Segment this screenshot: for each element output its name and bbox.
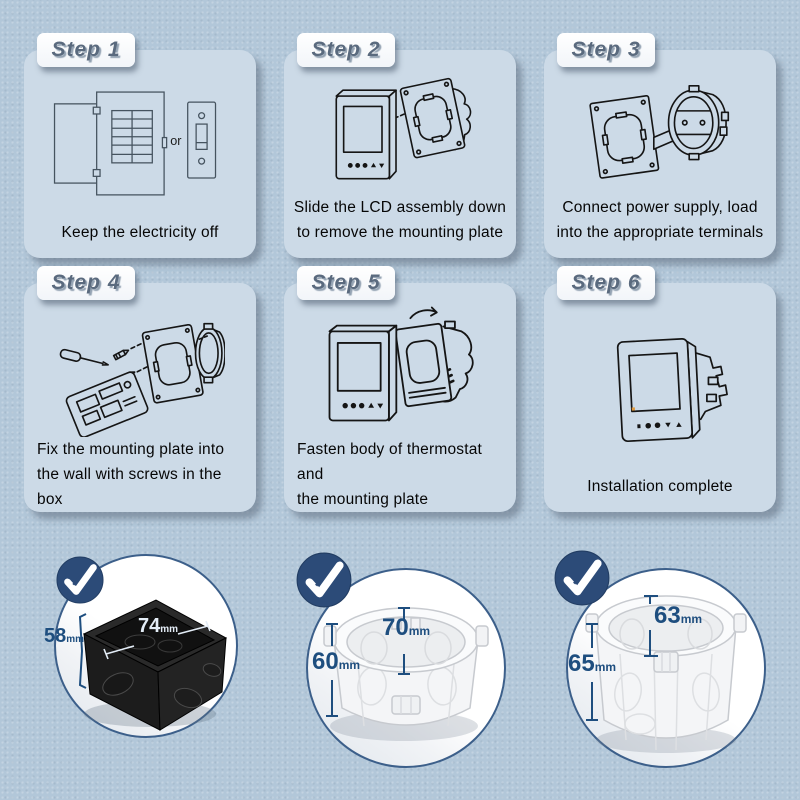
- plate-and-wall-box-drawing: [588, 85, 729, 180]
- dimension-width-label: 70mm: [382, 614, 431, 641]
- caption-line: Slide the LCD assembly down: [293, 198, 507, 216]
- product-black-square-wall-box: 58mm 74mm: [44, 554, 238, 738]
- step-4-caption: Fix the mounting plate into the wall wit…: [24, 437, 256, 525]
- step-1-badge: Step 1: [37, 33, 135, 67]
- step-1-illustration: or: [24, 50, 256, 220]
- step-2-caption: Slide the LCD assembly down to remove th…: [284, 195, 516, 258]
- step-card-1: Step 1: [24, 33, 256, 258]
- caption-line: to remove the mounting plate: [296, 223, 504, 241]
- product-white-round-wall-box-tall: 63mm 65mm: [554, 550, 766, 768]
- step-5-caption: Fasten body of thermostat and the mounti…: [284, 437, 516, 525]
- caption-line: Keep the electricity off: [61, 223, 219, 241]
- step-3-badge: Step 3: [557, 33, 655, 67]
- step-5-badge: Step 5: [297, 266, 395, 300]
- breaker-panel-and-switch-drawing: or: [53, 91, 216, 196]
- step-4-badge-label: Step 4: [51, 271, 121, 294]
- caption-line: the wall with screws in the box: [37, 466, 222, 509]
- dimension-height-label: 58mm: [44, 625, 85, 647]
- caption-line: Fasten body of thermostat and: [297, 441, 483, 484]
- step-1-caption: Keep the electricity off: [24, 220, 256, 258]
- step-6-illustration: [544, 283, 776, 474]
- step-2-badge: Step 2: [297, 33, 395, 67]
- step-5-badge-label: Step 5: [311, 271, 381, 294]
- step-3-caption: Connect power supply, load into the appr…: [544, 195, 776, 258]
- or-label: or: [170, 134, 181, 148]
- white-round-box-short-image: [323, 607, 489, 741]
- step-6-badge-label: Step 6: [571, 271, 641, 294]
- screws-plate-box-drawing: [59, 322, 226, 437]
- thermostat-body-fastening-drawing: [328, 306, 475, 422]
- checkmark-icon: [296, 552, 352, 608]
- step-card-3: Step 3: [544, 33, 776, 258]
- caption-line: Connect power supply, load: [562, 198, 758, 216]
- step-2-badge-label: Step 2: [311, 38, 381, 61]
- caption-line: into the appropriate terminals: [556, 223, 764, 241]
- dimension-height-label: 65mm: [568, 650, 617, 677]
- dimension-height-label: 60mm: [312, 648, 361, 675]
- caption-line: Fix the mounting plate into: [37, 441, 225, 458]
- white-round-box-tall-image: [585, 595, 747, 753]
- step-6-caption: Installation complete: [544, 474, 776, 512]
- caption-line: the mounting plate: [297, 491, 429, 509]
- step-card-5: Step 5: [284, 266, 516, 512]
- checkmark-icon: [56, 556, 104, 604]
- checkmark-icon: [554, 550, 610, 606]
- product-white-round-wall-box-short: 70mm 60mm: [296, 552, 506, 768]
- step-2-illustration: [284, 50, 516, 195]
- thermostat-and-mounting-plate-drawing: [335, 78, 471, 180]
- step-4-illustration: [24, 283, 256, 437]
- installed-thermostat-drawing: [617, 338, 729, 443]
- step-1-badge-label: Step 1: [51, 38, 121, 61]
- step-card-2: Step 2: [284, 33, 516, 258]
- caption-line: Installation complete: [587, 477, 733, 495]
- dimension-width-label: 63mm: [654, 602, 703, 629]
- dimension-width-label: 74mm: [138, 615, 179, 637]
- step-card-4: Step 4: [24, 266, 256, 512]
- black-square-box-image: [78, 599, 228, 731]
- step-4-badge: Step 4: [37, 266, 135, 300]
- step-card-6: Step 6: [544, 266, 776, 512]
- step-3-illustration: [544, 50, 776, 195]
- step-5-illustration: [284, 283, 516, 437]
- step-3-badge-label: Step 3: [571, 38, 641, 61]
- step-6-badge: Step 6: [557, 266, 655, 300]
